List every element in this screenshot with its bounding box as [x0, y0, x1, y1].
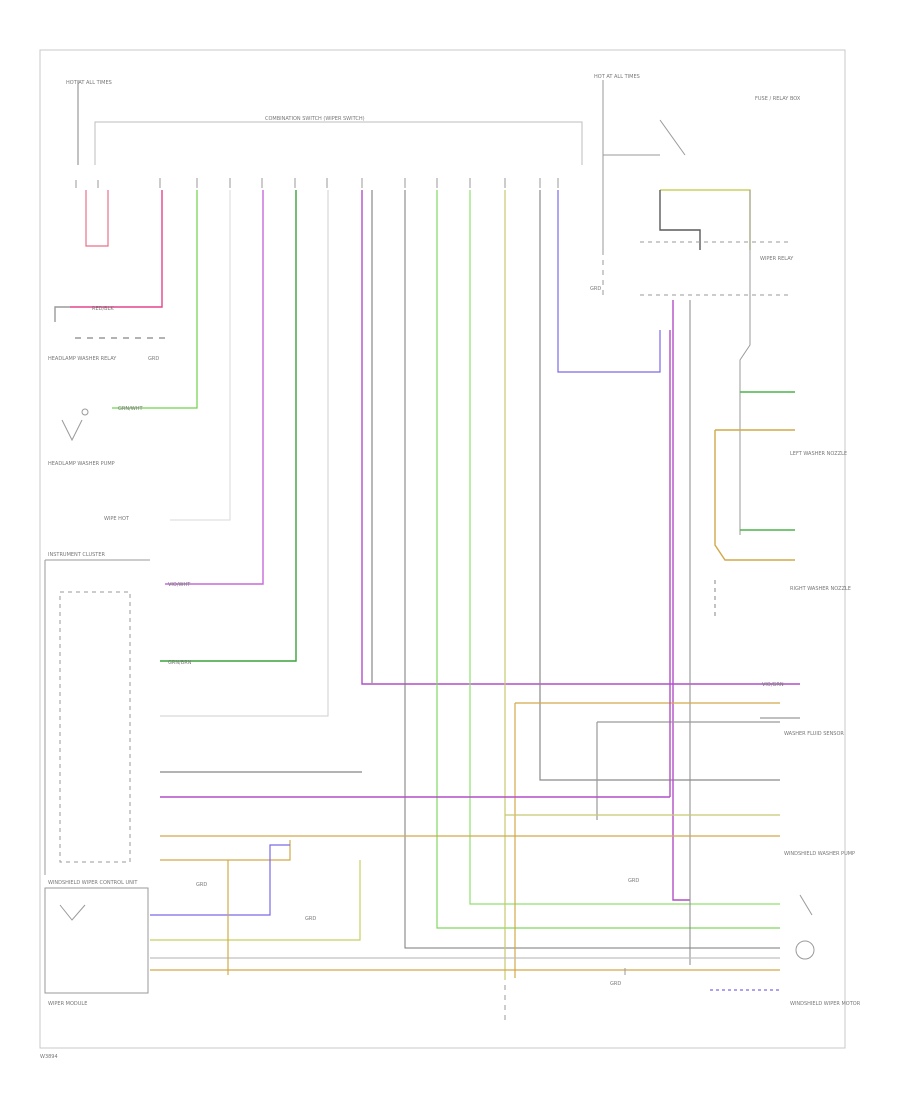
wiper-motor-symbol: [795, 894, 815, 960]
wiper-relay-area: [602, 80, 795, 965]
left-washer-nozzle-label: LEFT WASHER NOZZLE: [790, 451, 847, 457]
wire-vio-wht: [165, 190, 264, 585]
wiper-module-label: WIPER MODULE: [48, 1001, 87, 1007]
fuse-box-label: FUSE / RELAY BOX: [755, 96, 801, 102]
grd-bottom-left-label: GRD: [196, 882, 207, 888]
wire-gry: [160, 190, 329, 717]
combination-switch-bus: [94, 121, 583, 165]
instrument-cluster-box: [44, 559, 150, 875]
hot-at-all-times-left-label: HOT AT ALL TIMES: [66, 80, 112, 86]
hot-at-all-times-right-label: HOT AT ALL TIMES: [594, 74, 640, 80]
wiper-control-unit-box: [44, 887, 149, 994]
grd-right-1-label: GRD: [590, 286, 601, 292]
wiper-motor-label: WINDSHIELD WIPER MOTOR: [790, 1001, 861, 1007]
connector-pins: [75, 178, 604, 188]
wire-label-grn-wht: GRN/WHT: [118, 406, 143, 412]
bus-bar-label: COMBINATION SWITCH (WIPER SWITCH): [265, 116, 365, 122]
wire-grn-brn: [160, 190, 297, 662]
wire-wht: [170, 190, 231, 521]
bottom-wires: [150, 844, 780, 991]
wire-label-vio-grn: VIO/GRN: [762, 682, 784, 688]
wiper-relay-label: WIPER RELAY: [760, 256, 794, 262]
wire-grn-wht: [112, 190, 198, 409]
grd-bottom-right-label: GRD: [610, 981, 621, 987]
wire-vio-grn: [160, 190, 800, 773]
washer-fluid-sensor-label: WASHER FLUID SENSOR: [784, 731, 844, 737]
wire-grn-blk: [436, 190, 780, 929]
wire-red-loop: [77, 80, 109, 247]
wire-label-vio-wht: VIO/WHT: [168, 582, 191, 588]
grd-left-1-label: GRD: [148, 356, 159, 362]
wire-label-grn-brn: GRN/BRN: [168, 660, 192, 666]
instrument-cluster-label: INSTRUMENT CLUSTER: [48, 552, 106, 558]
headlamp-washer-relay-label: HEADLAMP WASHER RELAY: [48, 356, 117, 362]
windshield-washer-pump-label: WINDSHIELD WASHER PUMP: [784, 851, 855, 857]
wipe-hot-label: WIPE HOT: [104, 516, 130, 522]
washer-pump-area: [160, 330, 800, 978]
right-washer-nozzle-label: RIGHT WASHER NOZZLE: [790, 586, 851, 592]
footer-code: W3894: [40, 1054, 58, 1060]
headlamp-washer-pump-label: HEADLAMP WASHER PUMP: [48, 461, 115, 467]
wiper-control-unit-label: WINDSHIELD WIPER CONTROL UNIT: [48, 880, 138, 886]
bottom-mid-text: GRD: [628, 878, 639, 884]
wire-label-red-blk: RED/BLK: [92, 306, 114, 312]
headlamp-washer-pump-symbol: [61, 408, 89, 442]
wire-vio-blu: [539, 190, 780, 781]
grd-bottom-mid-label: GRD: [305, 916, 316, 922]
wire-red-blk: [54, 190, 170, 339]
wire-blk: [404, 190, 780, 949]
diagram-frame: [39, 49, 846, 1049]
ground-symbols: [504, 968, 626, 1025]
